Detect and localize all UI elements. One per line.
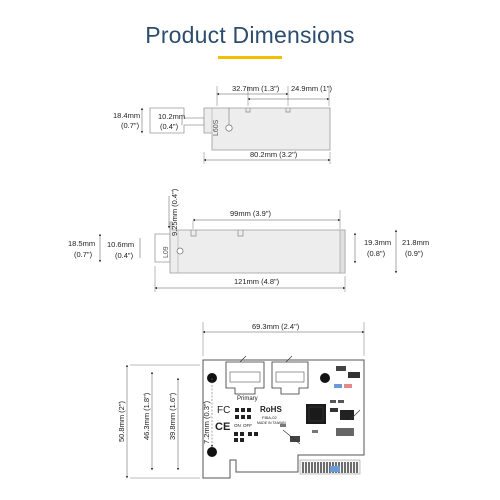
low-bracket-screw-hole	[225, 124, 233, 132]
low-profile-bracket: L60S 32.7mm (1.3") 24.9mm (1") 18.4mm (0…	[113, 84, 333, 164]
full-bracket-part-mark: L09	[163, 246, 170, 258]
label-model: FIBA-02	[262, 415, 277, 420]
label-off: OFF	[243, 423, 252, 428]
full-profile-bracket: L09 9.25mm (0.4") 99mm (3.9") 18.5mm (0.…	[68, 188, 429, 292]
full-bracket-dim-right-inner-l1: 19.3mm	[364, 238, 391, 247]
full-bracket-dim-right-outer-l2: (0.9")	[405, 249, 424, 258]
pcb-mount-hole-right	[320, 373, 330, 383]
full-bracket-dim-inner-l1: 10.6mm	[107, 240, 134, 249]
sata-connector-2	[271, 361, 309, 395]
page-title: Product Dimensions	[145, 22, 355, 48]
full-bracket-dim-tab: 9.25mm (0.4")	[170, 188, 179, 236]
low-bracket-dim-inner-l1: 10.2mm	[158, 112, 185, 121]
low-bracket-dim-outer-l2: (0.7")	[121, 121, 140, 130]
label-primary: Primary	[237, 396, 258, 402]
pcb-mount-hole-bottom	[207, 447, 217, 457]
full-bracket-screw-hole	[176, 247, 184, 255]
full-bracket-dim-outer-l1: 18.5mm	[68, 239, 95, 248]
low-bracket-dim-top-right: 24.9mm (1")	[291, 84, 333, 93]
low-bracket-dim-inner-l2: (0.4")	[160, 122, 179, 131]
full-bracket-dim-inner-l2: (0.4")	[115, 251, 134, 260]
low-bracket-dim-outer-l1: 18.4mm	[113, 111, 140, 120]
label-ce: CE	[215, 421, 230, 433]
card-dim-height-3: 39.8mm (1.6")	[168, 392, 177, 440]
card-dim-height-2: 46.3mm (1.8")	[142, 392, 151, 440]
card-dim-height-4: 7.2mm (0.3")	[202, 400, 211, 444]
card-dim-width: 69.3mm (2.4")	[252, 322, 300, 331]
pcb-controller-chip	[306, 404, 326, 424]
pcb-jumpers	[234, 408, 258, 442]
card-dim-height-1: 50.8mm (2")	[117, 400, 126, 442]
label-on: ON	[234, 423, 241, 428]
label-rohs: RoHS	[260, 405, 282, 414]
title-underline	[218, 56, 282, 59]
full-bracket-dim-length: 121mm (4.8")	[234, 277, 280, 286]
full-bracket-dim-right-inner-l2: (0.8")	[367, 249, 386, 258]
full-bracket-dim-outer-l2: (0.7")	[74, 250, 93, 259]
pcb-card: 69.3mm (2.4") Primary	[117, 322, 365, 479]
sata-connector-1	[225, 361, 265, 395]
pcb-components	[239, 355, 360, 445]
low-bracket-dim-length: 80.2mm (3.2")	[250, 150, 298, 159]
label-fc: FC	[217, 405, 230, 416]
pcb-edge-connector	[299, 459, 361, 475]
full-bracket-body	[169, 221, 346, 274]
low-bracket-part-mark: L60S	[213, 119, 220, 136]
low-bracket-body	[203, 107, 331, 151]
full-bracket-dim-right-outer-l1: 21.8mm	[402, 238, 429, 247]
low-bracket-dim-top-left: 32.7mm (1.3")	[232, 84, 280, 93]
full-bracket-dim-slot-span: 99mm (3.9")	[230, 209, 272, 218]
label-made: MADE IN TAIWAN	[257, 421, 286, 425]
